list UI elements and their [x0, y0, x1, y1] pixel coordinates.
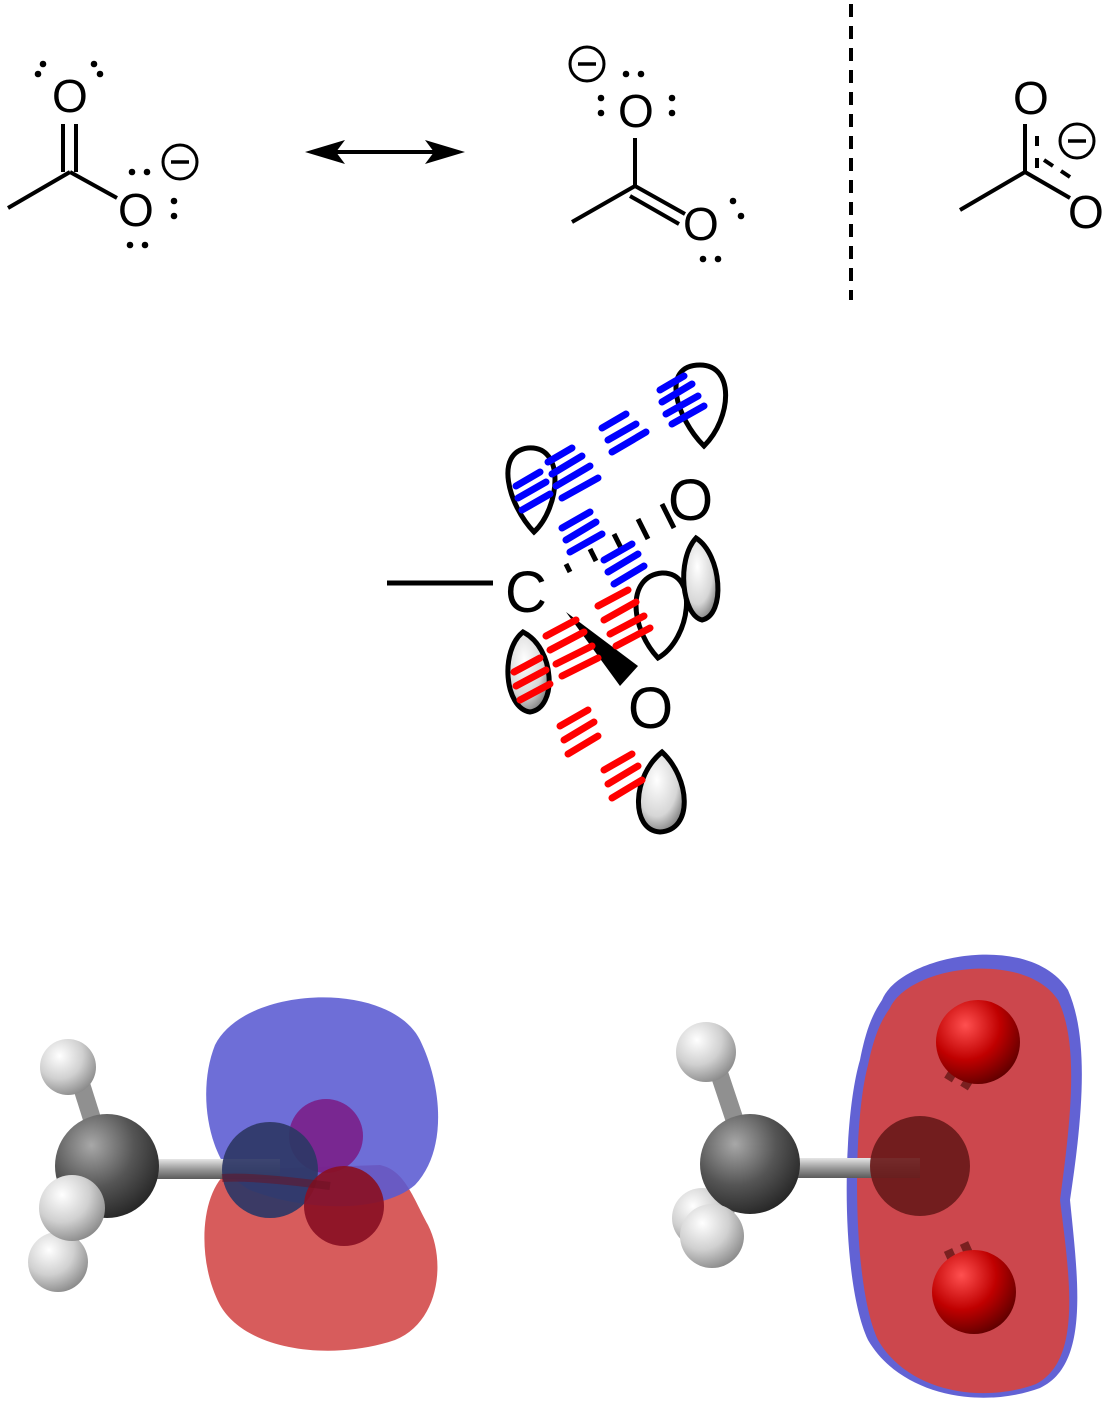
carbon-atom	[222, 1122, 318, 1218]
out-of-phase-overlap-lines	[510, 586, 654, 802]
molecular-orbital-render-left	[28, 997, 439, 1351]
resonance-structure-right: O O	[568, 45, 745, 263]
carbon-atom	[700, 1114, 800, 1214]
minus-circle-icon	[161, 143, 199, 181]
in-phase-overlap-lines	[512, 372, 708, 588]
minus-circle-icon	[568, 45, 606, 83]
oxygen-atom	[304, 1166, 384, 1246]
oxygen-atom	[932, 1250, 1016, 1334]
oxygen-top-label: O	[618, 85, 654, 137]
hydrogen-atom	[680, 1204, 744, 1268]
oxygen-side-label: O	[683, 198, 719, 250]
oxygen-side-label: O	[118, 184, 154, 236]
carbon-label: C	[505, 560, 547, 625]
lone-pair-dots	[34, 60, 178, 249]
molecular-orbital-render-right	[672, 954, 1082, 1398]
lone-pair-dots	[597, 70, 745, 263]
hydrogen-atom	[40, 1039, 96, 1095]
oxygen-top-label: O	[1013, 72, 1049, 124]
hydrogen-atom	[39, 1175, 105, 1241]
double-headed-arrow-icon	[305, 140, 465, 164]
oxygen-upper-label: O	[668, 468, 713, 533]
oxygen-top-label: O	[52, 70, 88, 122]
minus-circle-icon	[1058, 122, 1096, 160]
oxygen-side-label: O	[1068, 186, 1104, 238]
carbon-atom	[870, 1116, 970, 1216]
delocalized-structure: O O	[958, 72, 1104, 238]
oxygen-lower-label: O	[628, 676, 673, 741]
hydrogen-atom	[676, 1022, 736, 1082]
oxygen-atom	[936, 1000, 1020, 1084]
orbital-overlap-diagram: C O O	[387, 362, 729, 835]
hydrogen-atom	[28, 1232, 88, 1292]
resonance-structure-left: O O	[6, 60, 199, 249]
